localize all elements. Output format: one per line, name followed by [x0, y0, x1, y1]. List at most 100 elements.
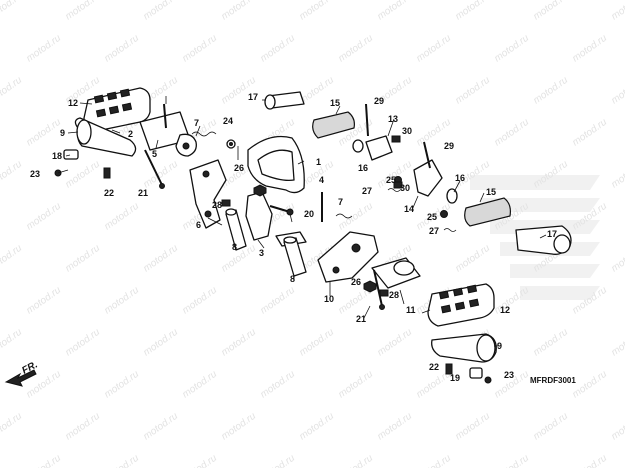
callout-10: 10	[324, 294, 334, 304]
callout-12-left: 12	[68, 98, 78, 108]
watermark-text: motod.ru	[531, 411, 570, 443]
callout-7-left: 7	[194, 118, 199, 128]
watermark-text: motod.ru	[297, 411, 336, 443]
rear-peg-rubber-15-right	[464, 197, 511, 227]
watermark-text: motod.ru	[609, 0, 625, 22]
rear-peg-shaft-17-left	[264, 91, 305, 110]
callout-23-right: 23	[504, 370, 514, 380]
watermark-text: motod.ru	[63, 243, 102, 275]
rear-washer-16-left	[352, 139, 364, 153]
callout-24: 24	[223, 116, 233, 126]
watermark-text: motod.ru	[141, 327, 180, 359]
watermark-text: motod.ru	[492, 285, 531, 317]
right-pin-19	[469, 367, 483, 379]
callout-8-left: 8	[232, 242, 237, 252]
rear-washer-16-right	[446, 188, 458, 204]
callout-19: 19	[450, 373, 460, 383]
watermark-text: motod.ru	[24, 285, 63, 317]
watermark-text: motod.ru	[0, 243, 24, 275]
callout-15-left: 15	[330, 98, 340, 108]
center-screw-28	[221, 199, 231, 207]
rear-peg-bracket-13	[365, 135, 393, 161]
callout-5: 5	[152, 149, 157, 159]
callout-16-right: 16	[455, 173, 465, 183]
callout-28-left: 28	[212, 200, 222, 210]
callout-16-left: 16	[358, 163, 368, 173]
center-washer-24	[226, 139, 236, 149]
watermark-text: motod.ru	[336, 369, 375, 401]
left-bolt-8	[163, 103, 167, 129]
watermark-text: motod.ru	[258, 285, 297, 317]
watermark-text: motod.ru	[531, 75, 570, 107]
callout-9-right: 9	[497, 341, 502, 351]
watermark-text: motod.ru	[63, 0, 102, 22]
watermark-text: motod.ru	[0, 411, 24, 443]
right-peg-arm	[371, 257, 421, 289]
callout-12-right: 12	[500, 305, 510, 315]
watermark-text: motod.ru	[63, 411, 102, 443]
watermark-text: motod.ru	[531, 0, 570, 22]
watermark-text: motod.ru	[102, 33, 141, 65]
left-peg-cover	[74, 117, 137, 157]
left-peg-rubber	[83, 87, 151, 133]
watermark-text: motod.ru	[414, 33, 453, 65]
rear-bolt-29-right	[423, 141, 431, 169]
right-bracket	[317, 231, 379, 283]
watermark-text: motod.ru	[258, 453, 297, 468]
callout-27-left: 27	[362, 186, 372, 196]
watermark-text: motod.ru	[102, 453, 141, 468]
watermark-text: motod.ru	[0, 75, 24, 107]
callout-9-left: 9	[60, 128, 65, 138]
watermark-text: motod.ru	[180, 453, 219, 468]
callout-layer: 1 2 3 4 5 6 7 7 8 8 9 9 10 11 12 12 13 1…	[30, 92, 557, 383]
watermark-text: motod.ru	[258, 33, 297, 65]
rear-nut-25-right	[440, 210, 448, 218]
callout-26-right: 26	[351, 277, 361, 287]
watermark-text: motod.ru	[24, 117, 63, 149]
watermark-text: motod.ru	[180, 285, 219, 317]
watermark-text: motod.ru	[453, 75, 492, 107]
watermark-text: motod.ru	[141, 411, 180, 443]
callout-29-left: 29	[374, 96, 384, 106]
watermark-text: motod.ru	[63, 159, 102, 191]
watermark-text: motod.ru	[570, 369, 609, 401]
right-nut-26	[363, 280, 377, 293]
watermark-text: motod.ru	[63, 327, 102, 359]
callout-30-left: 30	[402, 126, 412, 136]
forward-label: FR.	[20, 359, 39, 376]
left-bolt-21	[144, 149, 165, 189]
watermark-text: motod.ru	[453, 243, 492, 275]
watermark-text: motod.ru	[141, 243, 180, 275]
heel-guard	[247, 135, 305, 194]
right-peg-cover	[431, 333, 497, 363]
left-bracket	[189, 159, 227, 229]
rear-spring-27-left	[387, 188, 401, 192]
callout-3: 3	[259, 248, 264, 258]
watermark-text: motod.ru	[297, 327, 336, 359]
watermark-text: motod.ru	[453, 0, 492, 22]
watermark-text: motod.ru	[24, 453, 63, 468]
callout-22-right: 22	[429, 362, 439, 372]
callout-7-center: 7	[338, 197, 343, 207]
center-nut-26	[253, 184, 267, 197]
callout-23-left: 23	[30, 169, 40, 179]
center-bracket	[245, 191, 273, 241]
callout-6: 6	[196, 220, 201, 230]
callout-2: 2	[128, 129, 133, 139]
watermark-text: motod.ru	[0, 159, 24, 191]
spacer-cylinder-upper	[225, 208, 247, 251]
watermark-text: motod.ru	[219, 411, 258, 443]
leader-lines	[65, 96, 547, 347]
watermark-text: motod.ru	[219, 327, 258, 359]
watermark-text: motod.ru	[102, 369, 141, 401]
watermark-text: motod.ru	[609, 327, 625, 359]
callout-1: 1	[316, 157, 321, 167]
watermark-text: motod.ru	[0, 327, 24, 359]
callout-22-left: 22	[104, 188, 114, 198]
watermark-text: motod.ru	[375, 0, 414, 22]
callout-20: 20	[304, 209, 314, 219]
watermark-text: motod.ru	[609, 159, 625, 191]
right-screw-28	[379, 289, 389, 297]
callout-29-right: 29	[444, 141, 454, 151]
